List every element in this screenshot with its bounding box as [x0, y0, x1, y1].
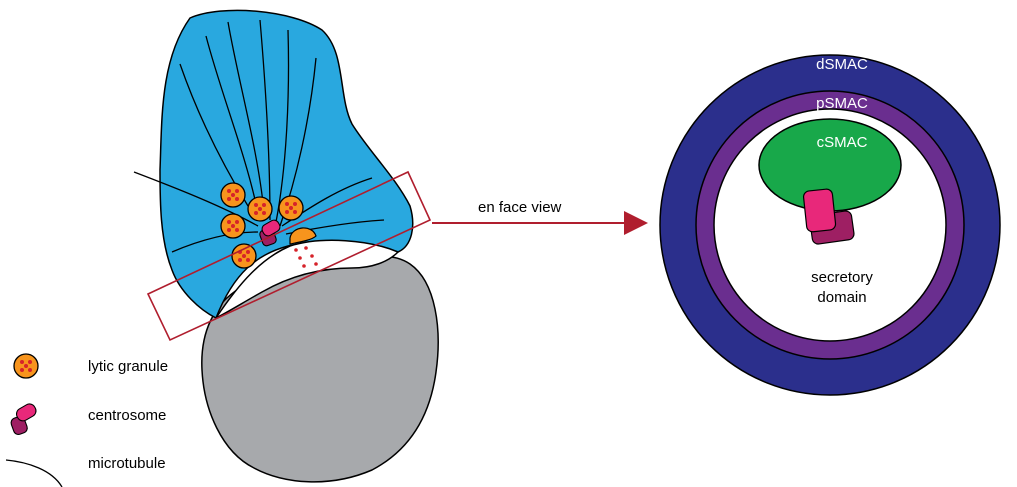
lytic-granule	[248, 197, 272, 221]
en-face-arrow-head	[624, 211, 648, 235]
lytic-granule	[232, 244, 256, 268]
legend-label-microtubule: microtubule	[88, 455, 166, 472]
dsmac-label: dSMAC	[816, 56, 868, 73]
en-face-view-label: en face view	[478, 199, 562, 216]
legend-label-lytic-granule: lytic granule	[88, 358, 168, 375]
secretory-domain-label-line2: domain	[817, 289, 866, 306]
centrosome-icon	[10, 402, 38, 436]
lytic-granule	[279, 196, 303, 220]
secretory-domain-label-line1: secretory	[811, 269, 873, 286]
lytic-granule	[221, 183, 245, 207]
lytic-granule	[221, 214, 245, 238]
microtubule-icon	[6, 460, 62, 487]
csmac-label: cSMAC	[817, 134, 868, 151]
legend-label-centrosome: centrosome	[88, 407, 166, 424]
psmac-label: pSMAC	[816, 95, 868, 112]
legend: lytic granule centrosome microtubule	[6, 354, 168, 487]
lytic-granule-icon	[14, 354, 38, 378]
